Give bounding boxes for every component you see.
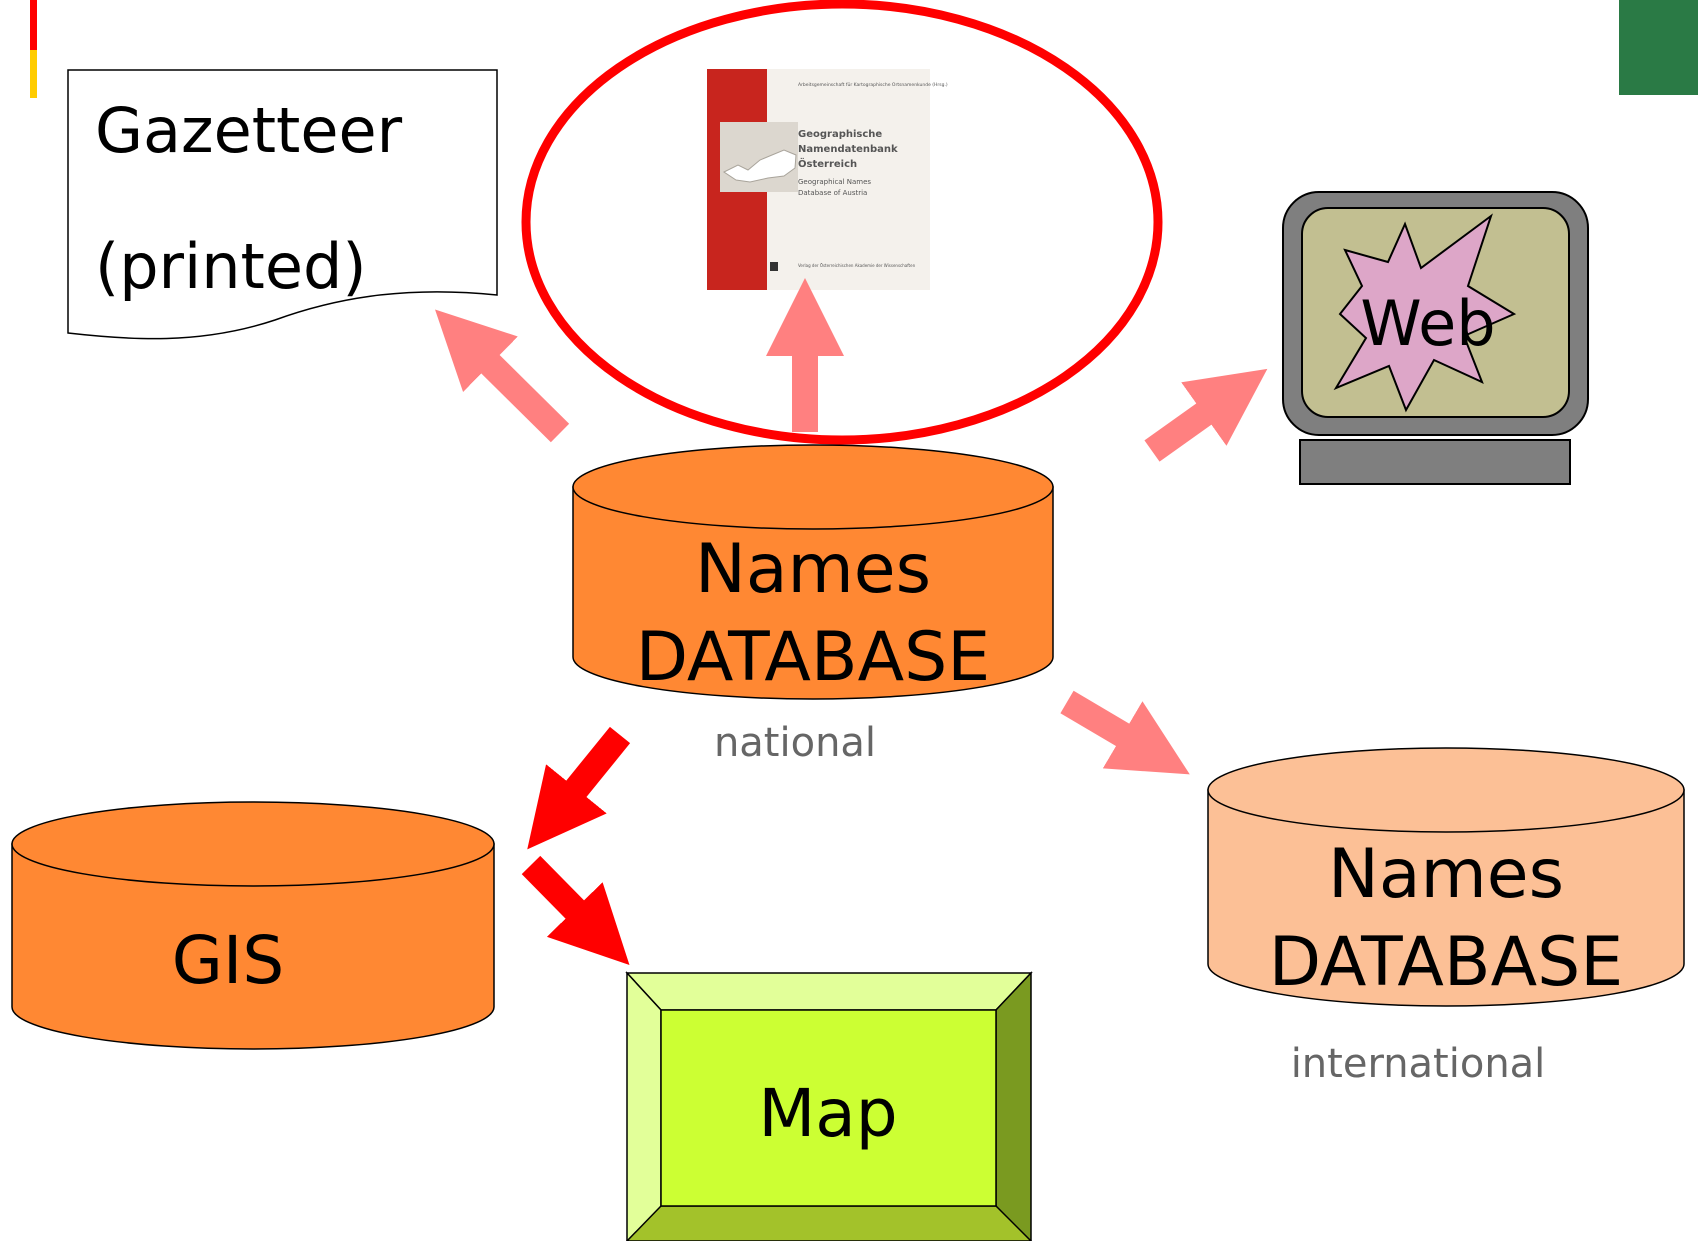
accent-bar-red — [30, 0, 37, 50]
corner-green-block — [1619, 0, 1698, 95]
web-label: Web — [1360, 287, 1495, 360]
national-caption: national — [714, 720, 876, 766]
book-subtitle-1: Geographical Names — [798, 178, 871, 186]
arrow-to-gis — [527, 726, 631, 850]
book-subtitle-2: Database of Austria — [798, 189, 867, 197]
accent-bar-yellow — [30, 50, 37, 98]
international-db-label-1: Names — [1328, 835, 1564, 914]
web-burst-shape — [1333, 213, 1517, 413]
arrow-to-international-db — [1060, 690, 1190, 775]
gazetteer-document: Gazetteer (printed) — [67, 69, 498, 340]
international-names-database: Names DATABASE — [1207, 747, 1685, 1007]
national-db-label-2: DATABASE — [636, 618, 990, 697]
book-footer-text: Verlag der Österreichischen Akademie der… — [798, 263, 916, 268]
web-monitor: Web — [1282, 191, 1589, 485]
book-header-text: Arbeitsgemeinschaft für Kartographische … — [798, 82, 948, 88]
austria-map-shape — [723, 149, 797, 183]
book-title-2: Namendatenbank — [798, 144, 898, 155]
national-names-database: Names DATABASE — [572, 444, 1054, 700]
map-label: Map — [758, 1075, 897, 1152]
gis-database: GIS — [11, 801, 495, 1050]
gazetteer-label: Gazetteer — [95, 94, 403, 167]
arrow-to-map — [521, 855, 630, 966]
arrow-to-gazetteer — [435, 309, 570, 443]
book-cover-image: Arbeitsgemeinschaft für Kartographische … — [707, 69, 948, 290]
book-title-1: Geographische — [798, 129, 882, 140]
highlight-ellipse — [521, 0, 1163, 445]
book-publisher-logo — [770, 262, 778, 271]
gis-label: GIS — [172, 922, 285, 999]
monitor-stand — [1299, 439, 1571, 485]
international-db-label-2: DATABASE — [1269, 923, 1623, 1002]
gazetteer-subtitle: (printed) — [95, 230, 367, 303]
map-box: Map — [625, 971, 1033, 1241]
national-db-label-1: Names — [695, 530, 931, 609]
international-caption: international — [1291, 1041, 1546, 1087]
book-title-3: Österreich — [798, 156, 857, 170]
arrow-to-web — [1144, 368, 1268, 462]
